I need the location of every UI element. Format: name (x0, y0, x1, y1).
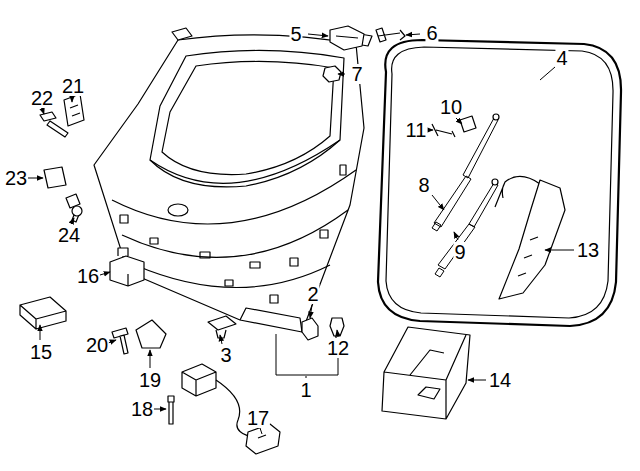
bolt-part (40, 112, 68, 137)
leader-line (432, 195, 444, 210)
strut-9 (435, 183, 498, 277)
callout-number: 4 (555, 48, 568, 68)
window-opening (150, 50, 344, 186)
leader-line (406, 34, 420, 35)
leader-line (338, 74, 345, 75)
callout-number: 24 (57, 225, 81, 245)
seal-inner (386, 47, 613, 318)
bumper-part (44, 167, 66, 188)
callout-number: 3 (219, 345, 232, 365)
leader-line (72, 97, 73, 102)
leader-line (154, 409, 166, 410)
callout-number: 10 (439, 97, 463, 117)
leader-line (306, 376, 307, 378)
leader-line (310, 305, 312, 318)
actuator-part (182, 364, 216, 396)
liftgate-outline (94, 35, 364, 332)
callout-number: 19 (138, 370, 162, 390)
callout-number: 7 (350, 64, 363, 84)
window-inner (162, 61, 334, 174)
bracket-part (64, 94, 84, 126)
emblem (168, 204, 188, 216)
callout-number: 13 (576, 240, 600, 260)
stopper-part (302, 318, 318, 340)
screw-washer (72, 206, 82, 216)
leader-line (468, 380, 486, 381)
leader-line (71, 218, 74, 224)
callout-number: 16 (76, 266, 100, 286)
leader-line (28, 178, 43, 179)
callout-number: 22 (30, 88, 54, 108)
callout-number: 21 (61, 76, 85, 96)
leader-line (100, 272, 110, 275)
clip-part (208, 316, 236, 338)
callout-number: 5 (289, 24, 302, 44)
panel-holes (120, 165, 346, 303)
bolt-part (376, 28, 405, 42)
leader-line (260, 428, 262, 434)
callout-number: 2 (306, 284, 319, 304)
panel-detail (112, 140, 356, 288)
leader-line (150, 350, 151, 368)
callout-number: 6 (425, 23, 438, 43)
leader-line (428, 130, 433, 131)
bumper-part (136, 320, 166, 348)
leader-line (337, 330, 338, 337)
callout-number: 14 (488, 370, 512, 390)
leader-line (220, 335, 222, 344)
parts (20, 26, 621, 454)
bottom-lip (240, 308, 302, 332)
leader-line (108, 340, 116, 343)
bolt-part (432, 124, 455, 137)
callout-number: 12 (326, 338, 350, 358)
strut-end (492, 179, 498, 185)
leader-line (545, 250, 574, 251)
callout-number: 20 (85, 335, 109, 355)
bolt-part (168, 396, 174, 424)
callout-number: 18 (130, 399, 154, 419)
strut-end (493, 114, 499, 120)
strut-8 (432, 118, 498, 231)
callout-number: 17 (246, 408, 270, 428)
leader-line (454, 232, 458, 240)
callout-number: 15 (29, 342, 53, 362)
liftgate-panel (94, 28, 372, 332)
leader-line (40, 325, 41, 340)
callout-number: 11 (405, 120, 428, 140)
hinge-part (330, 26, 364, 50)
leader-line (456, 118, 462, 124)
module-box (382, 327, 470, 419)
callout-number: 23 (4, 168, 28, 188)
actuator-connector (246, 424, 280, 454)
leader-line (540, 67, 555, 80)
leader-lines (28, 34, 574, 434)
leader-line (308, 34, 328, 36)
callout-number: 9 (453, 242, 466, 262)
leader-line (42, 108, 44, 114)
switch-part (20, 297, 66, 329)
wiper-trim (499, 180, 565, 299)
callout-number: 8 (417, 175, 430, 195)
bracket-part (460, 116, 476, 132)
latch-part (110, 248, 144, 286)
seal-outer (378, 40, 621, 326)
callout-number: 1 (299, 380, 312, 400)
